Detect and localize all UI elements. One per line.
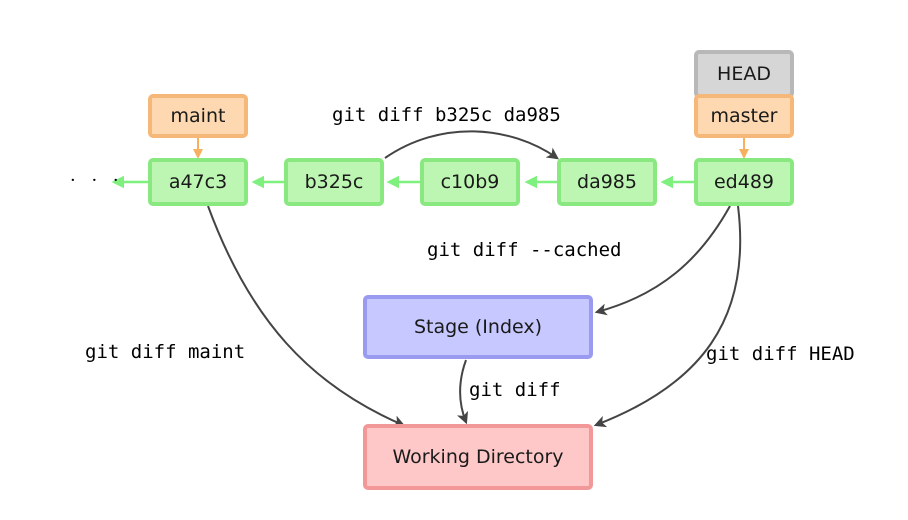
working-directory-box: Working Directory	[363, 424, 593, 490]
branch-maint: maint	[148, 94, 248, 138]
head-label: HEAD	[694, 50, 794, 98]
label-diff-stage: git diff	[469, 379, 561, 401]
label-diff-maint: git diff maint	[85, 341, 246, 363]
arc-b325c-da985	[384, 130, 559, 160]
arc-maint	[207, 205, 406, 427]
arc-stage-to-working	[456, 359, 469, 425]
commit-ed489: ed489	[694, 158, 794, 206]
commit-da985: da985	[557, 158, 657, 206]
arc-cached	[594, 205, 731, 316]
commit-c10b9: c10b9	[420, 158, 520, 206]
commit-b325c: b325c	[284, 158, 384, 206]
commit-a47c3: a47c3	[148, 158, 248, 206]
history-ellipsis: · · ·	[70, 170, 124, 191]
label-diff-commits: git diff b325c da985	[332, 104, 561, 126]
label-diff-cached: git diff --cached	[427, 239, 622, 261]
branch-master: master	[694, 94, 794, 138]
arc-head	[593, 205, 742, 428]
stage-index-box: Stage (Index)	[363, 295, 593, 359]
label-diff-head: git diff HEAD	[706, 343, 855, 365]
